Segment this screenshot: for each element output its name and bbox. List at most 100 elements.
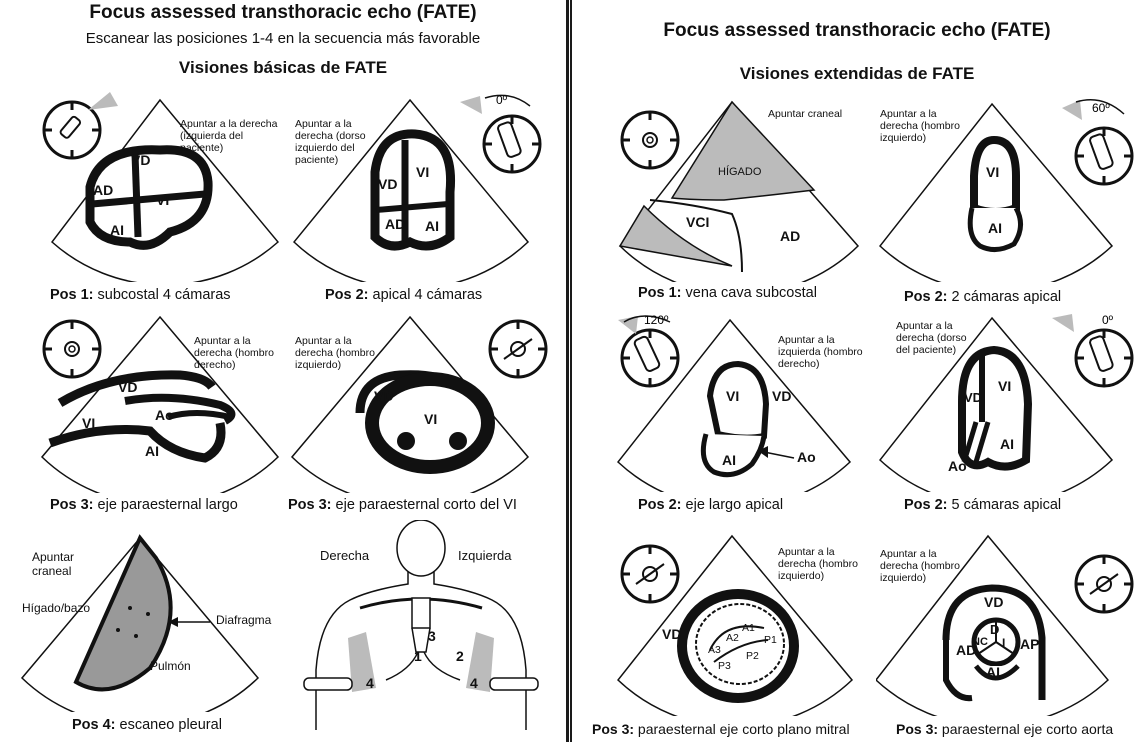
label-ao: Ao (155, 407, 174, 423)
probe-direction-note: Apuntar a la derecha (hombro izquierdo) (778, 546, 868, 582)
angle-label: 0º (1102, 313, 1114, 327)
label-body-left: Izquierda (458, 550, 511, 562)
label-body-right: Derecha (320, 550, 369, 562)
panel-divider-inner (570, 0, 572, 742)
panel-title: Focus assessed transthoracic echo (FATE) (0, 2, 566, 24)
label-vd: VD (772, 388, 791, 404)
label-vi: VI (998, 378, 1011, 394)
label-ad: AD (780, 228, 800, 244)
caption-ext-view-4: Pos 2: 5 cámaras apical (904, 497, 1061, 513)
panel-subtitle: Escanear las posiciones 1-4 en la secuen… (0, 30, 566, 47)
label-ad: AD (956, 642, 976, 658)
probe-clock-icon (622, 112, 678, 168)
probe-clock-icon (1076, 556, 1132, 612)
view-pleural-scan: Apuntar craneal Hígado/bazo Diafragma Pu… (20, 532, 290, 712)
label-d: D (990, 622, 999, 637)
probe-clock-icon (44, 321, 100, 377)
view-parasternal-short-mitral: Apuntar a la derecha (hombro izquierdo) … (614, 530, 874, 716)
angle-label: 0º (496, 93, 508, 107)
caption-ext-view-2: Pos 2: 2 cámaras apical (904, 289, 1061, 305)
label-vd: VD (118, 379, 137, 395)
label-ad: AD (385, 216, 405, 232)
view-apical-2ch: 60º Apuntar a la derecha (hombro izquier… (876, 96, 1140, 282)
view-apical-5ch: 0º Apuntar a la derecha (dorso del pacie… (876, 312, 1140, 492)
position-marker-2: 2 (456, 648, 464, 664)
caption-ext-view-1: Pos 1: vena cava subcostal (638, 285, 817, 301)
label-ivc: VCI (686, 214, 709, 230)
label-vi: VI (726, 388, 739, 404)
label-vi: VI (424, 411, 437, 427)
label-ai: AI (986, 664, 1000, 680)
label-vi: VI (82, 415, 95, 431)
caption-ext-view-3: Pos 2: eje largo apical (638, 497, 783, 513)
label-vd: VD (131, 152, 150, 168)
probe-direction-note: Apuntar craneal (768, 108, 878, 120)
label-ai: AI (988, 220, 1002, 236)
view-parasternal-short-lv: Apuntar a la derecha (hombro izquierdo) … (290, 313, 560, 493)
label-vd: VD (964, 390, 982, 405)
probe-clock-icon (1052, 314, 1132, 386)
probe-direction-note: Apuntar a la derecha (dorso del paciente… (896, 320, 976, 356)
view-apical-4ch: 0º Apuntar a la derecha (dorso izquierdo… (290, 92, 560, 282)
probe-direction-note: Apuntar a la derecha (izquierda del paci… (180, 118, 280, 154)
extended-views-panel: Focus assessed transthoracic echo (FATE)… (574, 0, 1140, 742)
probe-direction-note: Apuntar a la izquierda (hombro derecho) (778, 334, 868, 370)
section-heading: Visiones extendidas de FATE (574, 64, 1140, 84)
label-lung: Pulmón (150, 660, 191, 672)
label-ao: Ao (948, 458, 967, 474)
angle-label: 120º (644, 313, 669, 327)
probe-direction-note: Apuntar a la derecha (hombro izquierdo) (880, 548, 960, 584)
basic-views-panel: Focus assessed transthoracic echo (FATE)… (0, 0, 566, 742)
label-vi: VI (416, 164, 429, 180)
label-p1: P1 (764, 634, 777, 646)
panel-title: Focus assessed transthoracic echo (FATE) (574, 20, 1140, 42)
view-parasternal-short-aorta: Apuntar a la derecha (hombro izquierdo) … (876, 530, 1140, 716)
probe-direction-note: Apuntar a la derecha (hombro derecho) (194, 335, 284, 371)
label-vd: VD (378, 176, 397, 192)
caption-view-3: Pos 3: eje paraesternal largo (50, 497, 238, 513)
position-marker-1: 1 (414, 648, 422, 664)
label-i: I (1002, 636, 1005, 650)
caption-view-4: Pos 3: eje paraesternal corto del VI (288, 497, 517, 513)
probe-clock-icon (490, 321, 546, 377)
label-ai: AI (722, 452, 736, 468)
position-marker-4-right: 4 (366, 675, 374, 691)
label-ai: AI (145, 443, 159, 459)
view-subcostal-ivc: Apuntar craneal HÍGADO VCI AD (614, 96, 874, 282)
label-p3: P3 (718, 660, 731, 672)
caption-view-5: Pos 4: escaneo pleural (72, 717, 222, 733)
subcostal-ivc-diagram (614, 96, 874, 282)
view-apical-long-axis: 120º Apuntar a la izquierda (hombro dere… (614, 312, 874, 492)
label-a1: A1 (742, 622, 755, 634)
torso-position-diagram: Derecha Izquierda 1 2 3 4 4 (290, 520, 560, 740)
probe-clock-icon (622, 546, 678, 602)
caption-view-1: Pos 1: subcostal 4 cámaras (50, 287, 231, 303)
label-diaphragm: Diafragma (216, 614, 271, 626)
panel-divider (566, 0, 569, 742)
position-marker-3: 3 (428, 628, 436, 644)
angle-label: 60º (1092, 101, 1110, 115)
label-liver: HÍGADO (718, 166, 761, 178)
label-vi: VI (156, 192, 169, 208)
label-a2: A2 (726, 632, 739, 644)
caption-ext-view-5: Pos 3: paraesternal eje corto plano mitr… (592, 721, 850, 737)
section-heading: Visiones básicas de FATE (0, 58, 566, 78)
label-liver-spleen: Hígado/bazo (22, 602, 90, 614)
probe-direction-note: Apuntar a la derecha (hombro izquierdo) (295, 335, 375, 371)
label-ad: AD (93, 182, 113, 198)
label-ai: AI (425, 218, 439, 234)
caption-view-2: Pos 2: apical 4 cámaras (325, 287, 482, 303)
view-subcostal-4ch: Apuntar a la derecha (izquierda del paci… (30, 92, 290, 282)
label-vi: VI (986, 164, 999, 180)
label-vd: VD (374, 388, 393, 404)
label-vd: VD (984, 594, 1003, 610)
probe-clock-icon (44, 92, 118, 158)
caption-ext-view-6: Pos 3: paraesternal eje corto aorta (896, 721, 1113, 737)
label-ai: AI (1000, 436, 1014, 452)
label-ai: AI (110, 222, 124, 238)
view-parasternal-long: Apuntar a la derecha (hombro derecho) VD… (30, 313, 290, 493)
label-p2: P2 (746, 650, 759, 662)
position-marker-4-left: 4 (470, 675, 478, 691)
probe-direction-note: Apuntar craneal (32, 550, 112, 578)
probe-direction-note: Apuntar a la derecha (dorso izquierdo de… (295, 118, 385, 166)
